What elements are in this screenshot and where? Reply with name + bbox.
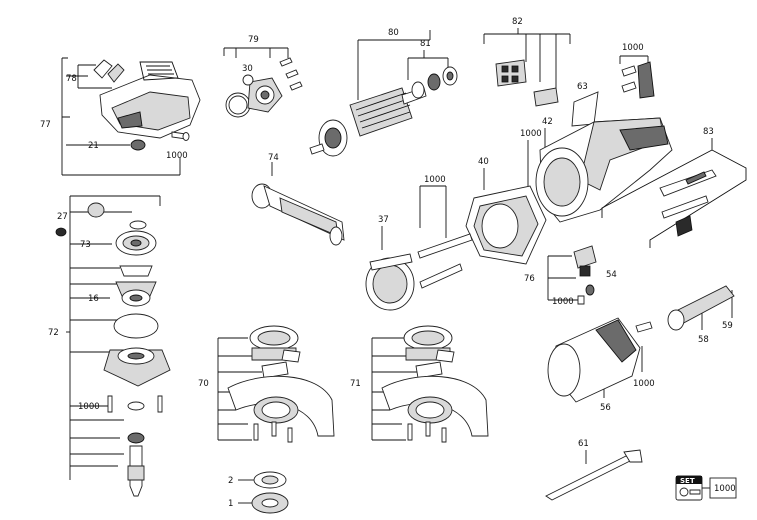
spindle-housing-part xyxy=(103,347,171,387)
bolt-icon xyxy=(689,489,701,495)
part-27-nut xyxy=(55,227,67,237)
label-1000c: 1000 xyxy=(520,129,542,139)
label-81: 81 xyxy=(420,39,431,49)
switch-button-part xyxy=(675,215,693,237)
label-77: 77 xyxy=(40,120,51,130)
screws-72-1000 xyxy=(107,395,163,413)
label-1000f: 1000 xyxy=(552,297,574,307)
wheel-guard-70 xyxy=(227,375,335,437)
part-27-bushing xyxy=(87,202,105,218)
label-78: 78 xyxy=(66,74,77,84)
group-82: 82 63 xyxy=(483,17,599,127)
side-handle-74: 74 xyxy=(251,153,345,246)
group-71: 71 xyxy=(350,325,489,443)
cover-plate-63 xyxy=(571,91,599,127)
label-30: 30 xyxy=(242,64,253,74)
group-72: 27 73 16 72 1000 xyxy=(48,195,171,497)
carbon-brush-part xyxy=(533,87,559,107)
gear-housing-part xyxy=(99,61,201,139)
group-83: 83 xyxy=(601,127,747,248)
guard-screws-70 xyxy=(253,421,293,443)
label-58: 58 xyxy=(698,335,709,345)
label-1000e: 1000 xyxy=(78,402,100,412)
flange-1: 1 xyxy=(228,492,289,514)
screw-1000g xyxy=(635,321,653,333)
brush-holder-part xyxy=(495,59,527,87)
label-76: 76 xyxy=(524,274,535,284)
group-80: 80 81 xyxy=(309,28,458,157)
label-37: 37 xyxy=(378,215,389,225)
label-61: 61 xyxy=(578,439,589,449)
part-54 xyxy=(579,265,591,277)
label-83: 83 xyxy=(703,127,714,137)
label-70: 70 xyxy=(198,379,209,389)
bearings-81 xyxy=(411,66,458,99)
label-59: 59 xyxy=(722,321,733,331)
bearing-plate-part xyxy=(247,77,283,113)
label-56: 56 xyxy=(600,403,611,413)
fan-baffle-37: 37 xyxy=(365,215,415,311)
bearing-16 xyxy=(121,289,151,307)
label-79: 79 xyxy=(248,35,259,45)
guard-screws-71 xyxy=(407,421,447,443)
bearing-30 xyxy=(242,74,254,86)
guard-clamp-71 xyxy=(403,325,455,363)
label-21: 21 xyxy=(88,141,99,151)
label-80: 80 xyxy=(388,28,399,38)
spanner-61: 61 xyxy=(545,439,643,501)
bushing-21 xyxy=(130,139,146,151)
spindle-lock-part xyxy=(93,59,125,83)
group-1000d: 1000 xyxy=(417,175,473,289)
switch-module-part xyxy=(573,245,597,269)
label-1: 1 xyxy=(228,499,233,509)
bevel-gear-73 xyxy=(115,230,157,256)
set-badge-label: SET xyxy=(680,477,695,485)
armature-part xyxy=(309,87,427,157)
switch-slider-part xyxy=(661,195,709,219)
group-70: 70 xyxy=(198,325,335,443)
nut-icon xyxy=(679,487,689,497)
label-72: 72 xyxy=(48,328,59,338)
group-76: 76 54 1000 xyxy=(524,245,617,307)
label-16: 16 xyxy=(88,294,99,304)
label-54: 54 xyxy=(606,270,617,280)
group-77: 77 78 21 1000 xyxy=(40,57,201,176)
set-badge: SET 1000 xyxy=(675,475,737,501)
label-2: 2 xyxy=(228,476,233,486)
o-ring-72 xyxy=(113,313,159,339)
label-27: 27 xyxy=(57,212,68,222)
label-73: 73 xyxy=(80,240,91,250)
field-coil-40: 40 xyxy=(465,157,547,265)
guard-clamp-70 xyxy=(249,325,301,363)
rear-cover-56: 56 1000 xyxy=(547,317,655,413)
label-63: 63 xyxy=(577,82,588,92)
label-71: 71 xyxy=(350,379,361,389)
label-42: 42 xyxy=(542,117,553,127)
group-79: 79 30 xyxy=(223,35,303,118)
label-1000a: 1000 xyxy=(166,151,188,161)
screw-1000a xyxy=(171,131,190,141)
wheel-guard-71 xyxy=(381,375,489,437)
spindle-part xyxy=(127,445,145,497)
label-1000g: 1000 xyxy=(633,379,655,389)
label-40: 40 xyxy=(478,157,489,167)
motor-housing-42: 42 1000 xyxy=(520,117,673,223)
label-1000d: 1000 xyxy=(424,175,446,185)
group-1000b: 1000 xyxy=(619,43,655,99)
label-1000set: 1000 xyxy=(714,484,736,494)
screws-79 xyxy=(279,57,303,91)
flange-2: 2 xyxy=(228,471,287,489)
label-1000b: 1000 xyxy=(622,43,644,53)
label-74: 74 xyxy=(268,153,279,163)
label-82: 82 xyxy=(512,17,523,27)
cord-58-59: 59 58 xyxy=(667,285,735,345)
